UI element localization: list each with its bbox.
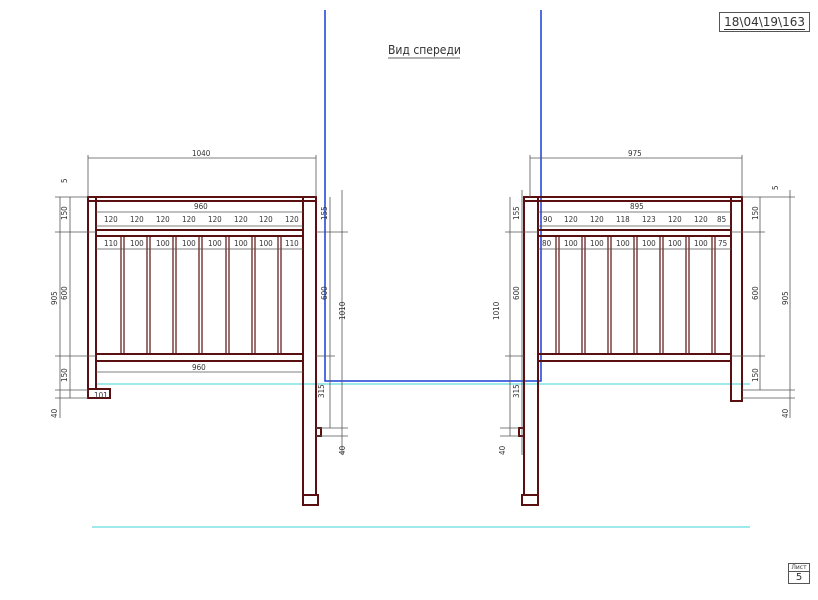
column-dim: 120 [668,215,682,224]
picket [225,235,230,355]
picket-dim: 100 [694,239,708,248]
picket [277,235,282,355]
column-dim: 123 [642,215,656,224]
right-picket-dims: 80 100 100 100 100 100 100 75 [542,239,727,248]
dim-right-overall: 975 [628,149,642,158]
picket [120,235,125,355]
picket-dim: 80 [542,239,552,248]
column-dim: 120 [694,215,708,224]
dim-right-top-offset: 5 [771,185,780,190]
picket [581,235,586,355]
ground-lines [92,383,750,528]
column-dim: 120 [104,215,118,224]
picket [659,235,664,355]
dim-right-post-lower: 315 [512,384,521,398]
picket-dim: 100 [208,239,222,248]
dim-left-post-lower: 315 [317,384,326,398]
picket [251,235,256,355]
dim-right-post-total: 1010 [492,301,501,320]
picket [198,235,203,355]
picket [555,235,560,355]
picket-dim: 100 [668,239,682,248]
drawing-code-stamp: 18\04\19\163 [719,12,810,32]
dim-left-post-total: 1010 [338,301,347,320]
dim-left-overall: 1040 [192,149,211,158]
column-dim: 120 [259,215,273,224]
dim-right-post-panel: 600 [512,286,521,300]
column-dim: 120 [590,215,604,224]
picket-dim: 100 [590,239,604,248]
column-dim: 120 [182,215,196,224]
right-column-dims: 90 120 120 118 123 120 120 85 [543,215,726,224]
dim-left-top-rail: 150 [60,206,69,220]
right-pickets [555,235,716,355]
column-dim: 120 [208,215,222,224]
dim-left-foot: 40 [50,408,59,418]
left-picket-dims: 110 100 100 100 100 100 100 110 [104,239,299,248]
picket [633,235,638,355]
column-dim: 120 [130,215,144,224]
dim-left-inner: 960 [194,202,208,211]
axis-lines [324,10,542,382]
sheet-number: 5 [789,571,809,583]
dim-left-post-top: 155 [320,206,329,220]
dimension-lines [55,155,795,455]
picket-dim: 110 [104,239,118,248]
dim-right-bottom-rail: 150 [751,368,760,382]
picket-dim: 100 [564,239,578,248]
right-railing [518,196,743,506]
picket [711,235,716,355]
column-dim: 120 [564,215,578,224]
column-dim: 120 [234,215,248,224]
dim-right-foot: 40 [781,408,790,418]
left-column-dims: 120 120 120 120 120 120 120 120 [104,215,299,224]
dim-left-bottom-rail: 150 [60,368,69,382]
dim-right-top-rail: 150 [751,206,760,220]
dim-left-bottom: 960 [192,363,206,372]
left-pickets [120,235,282,355]
dim-right-post-foot: 40 [498,445,507,455]
picket-dim: 75 [718,239,727,248]
picket [172,235,177,355]
picket-dim: 100 [234,239,248,248]
dim-left-top-offset: 5 [60,178,69,183]
dim-left-post-foot: 40 [338,445,347,455]
dim-left-foot-width: 101 [94,391,108,400]
column-dim: 120 [156,215,170,224]
picket-dim: 100 [182,239,196,248]
column-dim: 90 [543,215,553,224]
dim-left-height-total: 905 [50,291,59,305]
dim-right-height-total: 905 [781,291,790,305]
picket-dim: 100 [642,239,656,248]
left-railing [87,196,322,506]
picket-dim: 100 [156,239,170,248]
picket-dim: 100 [616,239,630,248]
sheet-box: Лист 5 [788,563,810,584]
picket-dim: 100 [130,239,144,248]
sheet-label: Лист [791,564,807,571]
picket [685,235,690,355]
picket-dim: 110 [285,239,299,248]
column-dim: 85 [717,215,726,224]
picket [607,235,612,355]
drawing-code: 18\04\19\163 [724,15,805,30]
column-dim: 120 [285,215,299,224]
dim-left-post-panel: 600 [320,286,329,300]
dim-right-post-top: 155 [512,206,521,220]
dim-right-panel: 600 [751,286,760,300]
dim-left-panel: 600 [60,286,69,300]
picket [146,235,151,355]
view-title: Вид спереди [388,43,461,57]
dim-right-inner: 895 [630,202,644,211]
picket-dim: 100 [259,239,273,248]
column-dim: 118 [616,215,630,224]
